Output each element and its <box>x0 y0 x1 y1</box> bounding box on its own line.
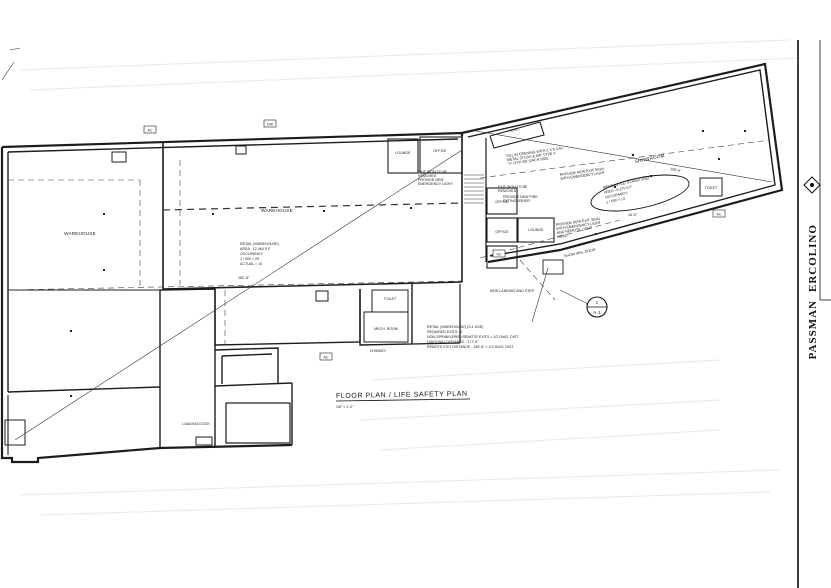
svg-text:REMOVED: REMOVED <box>498 189 517 193</box>
svg-text:EXTINGUISHER: EXTINGUISHER <box>503 199 530 203</box>
firm-word-1: PASSMAN <box>807 300 819 359</box>
room-toilet-right: TOILET <box>705 186 718 190</box>
dimensions: 182'-8" 109'-6" 16'-0" <box>238 167 682 280</box>
note-exit-sign-removed: EXIT SIGN TO BE REMOVED PROVIDE NEW EMER… <box>418 170 453 186</box>
svg-text:WITH EMERGENCY LIGHT: WITH EMERGENCY LIGHT <box>556 221 602 231</box>
room-labels: WAREHOUSE WAREHOUSE SHOWROOM LOUNGE OFFI… <box>64 127 718 426</box>
svg-text:PROVIDE NEW FIRE: PROVIDE NEW FIRE <box>503 195 538 199</box>
mercantile-highlight <box>590 174 690 212</box>
note-fill-opening: FILL IN OPENING WITH 2 X 6 CAV. METAL ST… <box>506 146 564 166</box>
svg-text:"X" GYP. BD. EACH SIDE: "X" GYP. BD. EACH SIDE <box>507 156 549 166</box>
dim-small: 16'-0" <box>628 213 638 217</box>
note-retail-warehouse: RETAIL (WAREHOUSE) AREA - 12,464 S.F. OC… <box>240 242 279 266</box>
dim-diag-warehouse: 182'-8" <box>238 276 250 280</box>
tags: AC DW AC AC AC <box>143 119 726 361</box>
interior-partitions <box>4 121 746 455</box>
note-exit-sign-remote: PROVIDE NEW EXIT SIGN WITH EMERGENCY LIG… <box>556 217 602 239</box>
svg-text:AREA - 12,464 S.F.: AREA - 12,464 S.F. <box>240 247 271 251</box>
svg-text:PROVIDE NEW EXIT SIGN: PROVIDE NEW EXIT SIGN <box>560 167 605 177</box>
building-outline <box>0 62 784 464</box>
note-exit-sign-new: PROVIDE NEW EXIT SIGN WITH EMERGENCY LIG… <box>560 167 606 181</box>
drawing-title: FLOOR PLAN / LIFE SAFETY PLAN <box>336 391 468 400</box>
room-loading-dock: LOADING DOCK <box>182 422 210 426</box>
room-office-mid: OFFICE <box>495 200 509 204</box>
svg-text:FILL IN OPENING WITH 2 X 6 CAV: FILL IN OPENING WITH 2 X 6 CAV. <box>506 146 564 158</box>
svg-text:1 / 500 = 25: 1 / 500 = 25 <box>240 257 259 261</box>
tag-dw: DW <box>267 123 274 127</box>
egress-paths <box>7 129 773 441</box>
drawing-title-block: FLOOR PLAN / LIFE SAFETY PLAN 1/8" = 1'-… <box>336 391 471 409</box>
svg-text:AREA - 6,275 S.F.: AREA - 6,275 S.F. <box>604 185 633 195</box>
firm-word-2: ERCOLINO <box>807 224 819 292</box>
note-mercantile: MERCANTILE (FURNITURE) AREA - 6,275 S.F.… <box>603 176 650 205</box>
svg-text:EXIT SIGN TO BE: EXIT SIGN TO BE <box>418 170 448 174</box>
tag-ac-4: AC <box>717 213 722 217</box>
room-warehouse-center: WAREHOUSE <box>261 208 293 213</box>
room-elec: ELEC. <box>509 127 520 133</box>
svg-text:METAL STUDS & 5/8" TYPE X: METAL STUDS & 5/8" TYPE X <box>507 151 557 162</box>
svg-text:WITH EMERGENCY LIGHT: WITH EMERGENCY LIGHT <box>560 171 606 181</box>
svg-text:EMERGENCY LIGHT: EMERGENCY LIGHT <box>418 182 453 186</box>
svg-text:OCCUPANCY:: OCCUPANCY: <box>605 191 629 200</box>
firm-logo <box>803 176 821 194</box>
drawing-scale: 1/8" = 1'-0" <box>336 405 354 409</box>
tag-ac-1: AC <box>148 129 153 133</box>
tag-ac-2: AC <box>324 356 329 360</box>
room-warehouse-left: WAREHOUSE <box>64 231 96 236</box>
svg-text:1 / 500 = 13: 1 / 500 = 13 <box>606 197 626 205</box>
svg-text:EXIT SIGN TO BE: EXIT SIGN TO BE <box>498 185 528 189</box>
svg-text:ACTUAL = 10: ACTUAL = 10 <box>240 262 262 266</box>
label-new-landing: NEW LANDING AND STEP <box>490 289 535 293</box>
room-mech: MECH. ROOM <box>374 327 398 331</box>
svg-text:RETAIL (WAREHOUSE): RETAIL (WAREHOUSE) <box>240 242 279 246</box>
corner-mark <box>1 47 21 81</box>
room-office-low: OFFICE <box>495 230 509 234</box>
room-lounge-top: LOUNGE <box>395 151 411 155</box>
note-exit-sign-removed-2: EXIT SIGN TO BE REMOVED <box>498 185 528 193</box>
svg-text:PROVIDE NEW: PROVIDE NEW <box>418 178 444 182</box>
svg-text:REQUIRED EXITS - 2: REQUIRED EXITS - 2 <box>427 330 463 334</box>
section-marker: 1 A-1 <box>531 259 608 323</box>
svg-text:REMOTE EXIT DISTANCE - 158'-6": REMOTE EXIT DISTANCE - 158'-6" > 1/2 DIA… <box>427 345 514 349</box>
svg-text:NON-SPRINKLERED REMOTE EXITS =: NON-SPRINKLERED REMOTE EXITS = 1/2 DIAG.… <box>427 335 519 339</box>
room-toilet-low: TOILET <box>384 297 397 301</box>
svg-text:DIAGONAL DISTANCE - 177'-6": DIAGONAL DISTANCE - 177'-6" <box>427 340 479 344</box>
room-office-top: OFFICE <box>433 149 447 153</box>
svg-text:AND REMOTE LIGHT: AND REMOTE LIGHT <box>557 226 594 235</box>
svg-text:RETAIL (WAREHOUSE) (S-1 USE): RETAIL (WAREHOUSE) (S-1 USE) <box>427 325 483 329</box>
notes: RETAIL (WAREHOUSE) AREA - 12,464 S.F. OC… <box>240 146 650 349</box>
note-fire-extinguisher: PROVIDE NEW FIRE EXTINGUISHER <box>503 195 538 203</box>
label-show-window-door: SHOW WIN. DOOR <box>564 248 596 259</box>
svg-text:OCCUPANCY:: OCCUPANCY: <box>240 252 264 256</box>
tag-ac-3: AC <box>497 253 502 257</box>
room-showroom: SHOWROOM <box>634 153 665 164</box>
svg-text:HEAD: HEAD <box>557 233 568 238</box>
svg-text:REMOVED: REMOVED <box>418 174 437 178</box>
note-egress-summary: RETAIL (WAREHOUSE) (S-1 USE) REQUIRED EX… <box>427 325 519 349</box>
room-chimney: CHIMNEY <box>370 349 387 353</box>
svg-text:PROVIDE NEW EXIT SIGN: PROVIDE NEW EXIT SIGN <box>556 217 601 227</box>
room-lounge-mid: LOUNGE <box>528 228 544 232</box>
firm-title-strip: PASSMAN ERCOLINO <box>797 40 831 588</box>
section-number: 1 <box>596 300 599 305</box>
scan-texture <box>19 39 801 516</box>
section-sheet: A-1 <box>593 310 601 315</box>
dim-diag-showroom: 109'-6" <box>670 167 682 173</box>
